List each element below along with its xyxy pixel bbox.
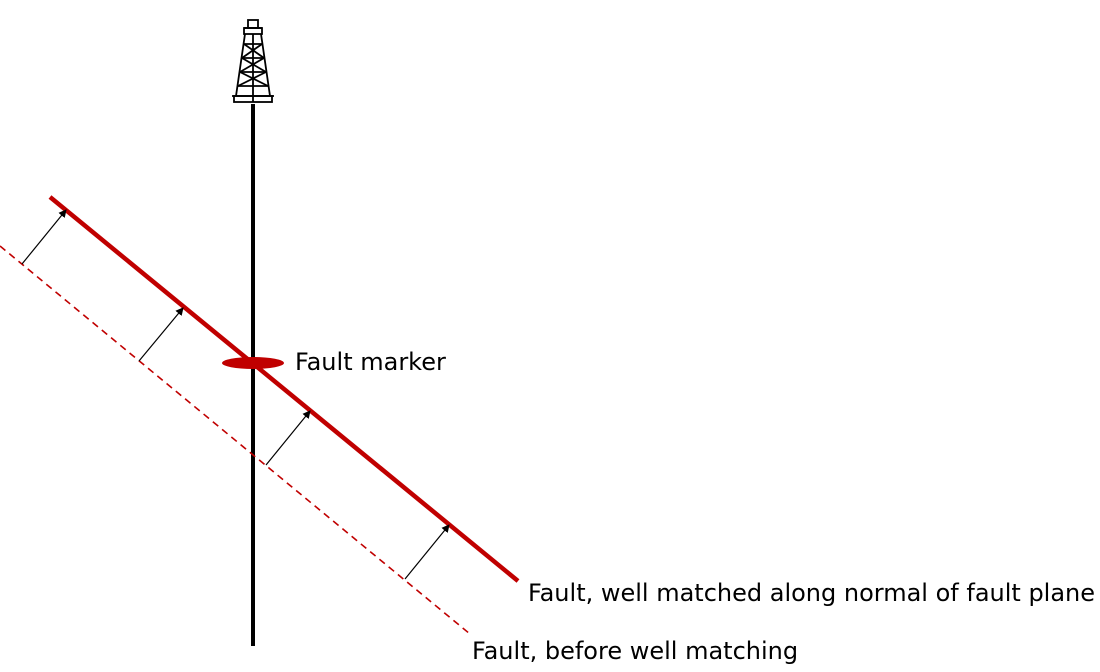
fault-matched-label: Fault, well matched along normal of faul… [528,579,1095,607]
normal-arrow [265,410,311,466]
drilling-rig-icon [232,19,274,103]
fault-before-label: Fault, before well matching [472,637,798,665]
normal-arrow [404,524,450,580]
fault-marker [222,357,284,369]
fault-marker-label: Fault marker [295,348,446,376]
normal-arrow [21,209,67,265]
fault-matched-line [48,195,520,583]
fault-before-line [0,245,471,635]
normal-arrow [138,307,184,362]
